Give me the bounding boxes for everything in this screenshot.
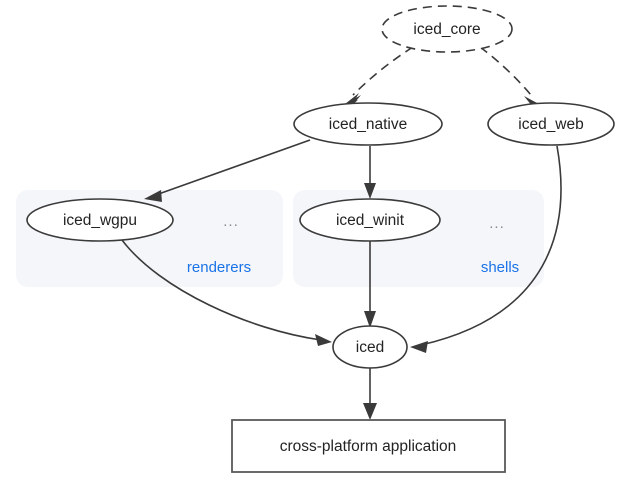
edge-iced-core-to-iced-web (479, 46, 539, 106)
cluster-renderers-ellipsis: ... (223, 213, 239, 230)
node-iced-web-label: iced_web (518, 116, 584, 133)
node-iced-winit-shape[interactable] (299, 198, 441, 242)
node-iced-native-shape[interactable] (293, 102, 443, 146)
node-cross-platform-application-label: cross-platform application (280, 438, 457, 455)
edge-iced-to-application-arrow (363, 403, 377, 420)
edge-iced-wgpu-to-iced-line (121, 239, 322, 341)
edge-iced-winit-to-iced (364, 241, 376, 328)
edge-iced-core-to-iced-native-arrow (345, 93, 359, 105)
node-iced-core-shape[interactable] (381, 5, 513, 53)
node-iced-web-shape[interactable] (487, 102, 615, 146)
node-iced-core-label: iced_core (413, 21, 480, 38)
node-iced-wgpu-shape[interactable] (26, 198, 174, 242)
cluster-renderers-label: renderers (187, 259, 251, 276)
edge-iced-web-to-iced (410, 145, 562, 353)
node-cross-platform-application-shape[interactable] (231, 419, 506, 473)
node-iced-label: iced (356, 339, 384, 356)
edge-iced-native-to-iced-wgpu (144, 139, 311, 202)
edge-iced-core-to-iced-native-line (352, 46, 414, 96)
edge-iced-web-to-iced-line (420, 145, 562, 346)
edge-iced-wgpu-to-iced-arrow (315, 334, 332, 346)
node-iced-wgpu-label: iced_wgpu (63, 212, 137, 229)
node-iced-winit[interactable]: iced_winit (299, 198, 441, 242)
edge-iced-native-to-iced-wgpu-arrow (144, 190, 162, 202)
edge-iced-native-to-iced-winit-arrow (364, 183, 376, 199)
node-iced[interactable]: iced (332, 325, 408, 369)
node-iced-shape[interactable] (332, 325, 408, 369)
edge-iced-wgpu-to-iced (121, 239, 332, 346)
node-iced-winit-label: iced_winit (336, 212, 405, 229)
node-iced-web[interactable]: iced_web (487, 102, 615, 146)
node-cross-platform-application[interactable]: cross-platform application (231, 419, 506, 473)
edge-iced-native-to-iced-wgpu-line (152, 139, 311, 197)
node-iced-wgpu[interactable]: iced_wgpu (26, 198, 174, 242)
node-iced-native[interactable]: iced_native (293, 102, 443, 146)
edge-iced-core-to-iced-native (344, 46, 414, 106)
node-iced-native-label: iced_native (329, 116, 407, 133)
node-iced-core[interactable]: iced_core (381, 5, 513, 53)
edge-iced-native-to-iced-winit (364, 146, 376, 199)
cluster-shells-label: shells (481, 259, 519, 276)
edge-iced-web-to-iced-arrow (410, 341, 428, 353)
cluster-shells-ellipsis: ... (489, 215, 505, 232)
edge-iced-winit-to-iced-arrow (364, 311, 376, 328)
edge-iced-to-application (363, 368, 377, 420)
edge-iced-core-to-iced-web-line (479, 46, 532, 96)
